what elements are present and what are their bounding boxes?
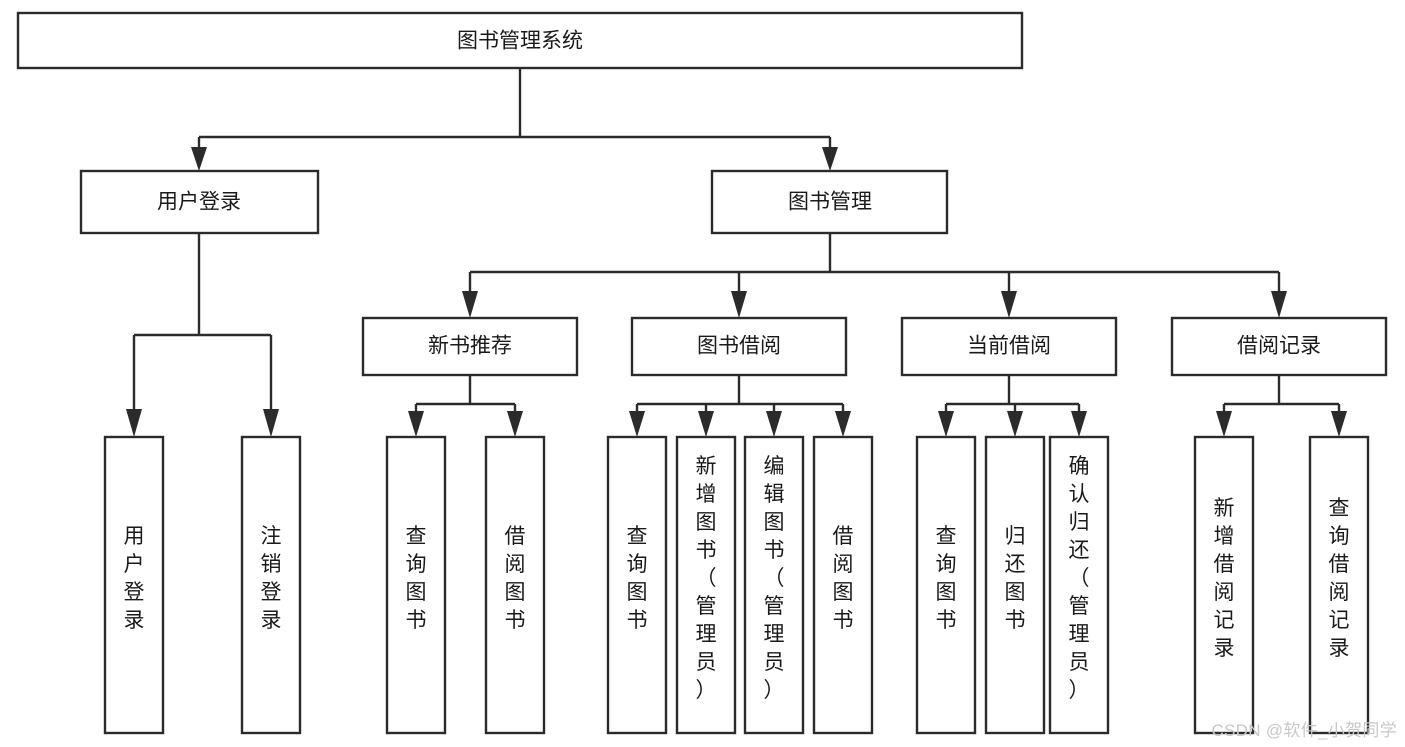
node-book-management-box bbox=[710, 169, 949, 235]
node-leaf-return-book-label: 归还图书 bbox=[1005, 525, 1026, 632]
arrow-head-leaf-confirm-return bbox=[1071, 411, 1087, 437]
node-borrow-record-box bbox=[1170, 316, 1388, 377]
node-book-management-label: 图书管理 bbox=[788, 191, 872, 214]
arrow-head-leaf-borrow-book bbox=[835, 411, 851, 437]
node-root-box bbox=[16, 11, 1024, 70]
node-new-book-recommend-label: 新书推荐 bbox=[428, 335, 512, 358]
arrow-head-user-login bbox=[191, 147, 207, 171]
node-current-borrow-label: 当前借阅 bbox=[967, 335, 1051, 358]
arrow-head-leaf-return-book bbox=[1007, 411, 1023, 437]
arrow-head-leaf-query-book-current bbox=[938, 411, 954, 437]
node-current-borrow-box bbox=[900, 316, 1118, 377]
node-leaf-user-login-label: 用户登录 bbox=[124, 525, 145, 632]
node-leaf-query-borrow-record[interactable]: 查询借阅记录 bbox=[1308, 435, 1370, 735]
node-leaf-borrow-book-box bbox=[812, 435, 874, 735]
arrow-head-leaf-add-book bbox=[698, 411, 714, 437]
node-root[interactable]: 图书管理系统 bbox=[16, 11, 1024, 70]
arrow-head-leaf-query-book-borrow bbox=[629, 411, 645, 437]
node-leaf-query-book-recommend-label: 查询图书 bbox=[406, 525, 427, 632]
node-leaf-add-borrow-record-label: 新增借阅记录 bbox=[1214, 497, 1235, 660]
arrow-head-leaf-logout bbox=[263, 409, 279, 437]
node-leaf-query-book-recommend[interactable]: 查询图书 bbox=[385, 435, 447, 735]
arrow-head-new-book-recommend bbox=[462, 291, 478, 318]
node-leaf-query-book-current[interactable]: 查询图书 bbox=[915, 435, 977, 735]
arrow-head-book-management bbox=[822, 147, 838, 171]
node-leaf-query-book-borrow-box bbox=[606, 435, 668, 735]
node-leaf-confirm-return-label: 确认归还（管理员） bbox=[1069, 455, 1090, 702]
node-book-borrow-box bbox=[630, 316, 848, 377]
node-borrow-record[interactable]: 借阅记录 bbox=[1170, 316, 1388, 377]
node-leaf-query-borrow-record-box bbox=[1308, 435, 1370, 735]
node-leaf-user-login-box bbox=[103, 435, 165, 735]
node-leaf-add-borrow-record-box bbox=[1193, 435, 1255, 735]
connector-layer bbox=[126, 68, 1347, 437]
node-book-management[interactable]: 图书管理 bbox=[710, 169, 949, 235]
node-new-book-recommend-box bbox=[361, 316, 579, 377]
node-leaf-add-book[interactable]: 新增图书（管理员） bbox=[675, 435, 737, 735]
node-leaf-query-book-current-box bbox=[915, 435, 977, 735]
node-leaf-logout[interactable]: 注销登录 bbox=[240, 435, 302, 735]
leaf-node-layer: 用户登录 注销登录 查询图书 借阅图书 查询图书 新增图书（管理员） bbox=[103, 435, 1370, 735]
node-borrow-record-label: 借阅记录 bbox=[1237, 335, 1321, 358]
node-current-borrow[interactable]: 当前借阅 bbox=[900, 316, 1118, 377]
node-user-login-box bbox=[79, 169, 320, 235]
node-root-label: 图书管理系统 bbox=[457, 30, 583, 53]
arrow-head-current-borrow bbox=[1001, 291, 1017, 318]
node-leaf-add-borrow-record[interactable]: 新增借阅记录 bbox=[1193, 435, 1255, 735]
node-leaf-confirm-return[interactable]: 确认归还（管理员） bbox=[1048, 435, 1110, 735]
node-leaf-add-book-label: 新增图书（管理员） bbox=[696, 455, 717, 702]
node-leaf-user-login[interactable]: 用户登录 bbox=[103, 435, 165, 735]
node-leaf-query-book-borrow[interactable]: 查询图书 bbox=[606, 435, 668, 735]
node-user-login-label: 用户登录 bbox=[157, 191, 241, 214]
node-leaf-query-book-recommend-box bbox=[385, 435, 447, 735]
node-leaf-borrow-book[interactable]: 借阅图书 bbox=[812, 435, 874, 735]
arrow-head-leaf-user-login bbox=[126, 409, 142, 437]
node-book-borrow-label: 图书借阅 bbox=[697, 335, 781, 358]
node-leaf-logout-label: 注销登录 bbox=[261, 525, 282, 632]
node-leaf-return-book-box bbox=[984, 435, 1046, 735]
node-leaf-edit-book-box bbox=[743, 435, 805, 735]
node-leaf-edit-book-label: 编辑图书（管理员） bbox=[764, 455, 785, 702]
node-leaf-logout-box bbox=[240, 435, 302, 735]
node-user-login[interactable]: 用户登录 bbox=[79, 169, 320, 235]
arrow-head-leaf-query-book-recommend bbox=[408, 411, 424, 437]
node-new-book-recommend[interactable]: 新书推荐 bbox=[361, 316, 579, 377]
node-leaf-return-book[interactable]: 归还图书 bbox=[984, 435, 1046, 735]
node-leaf-add-book-box bbox=[675, 435, 737, 735]
node-leaf-query-book-current-label: 查询图书 bbox=[936, 525, 957, 632]
arrow-head-leaf-add-borrow-record bbox=[1216, 411, 1232, 437]
node-leaf-confirm-return-box bbox=[1048, 435, 1110, 735]
node-leaf-query-borrow-record-label: 查询借阅记录 bbox=[1329, 497, 1350, 660]
arrow-head-book-borrow bbox=[731, 291, 747, 318]
node-leaf-borrow-book-recommend[interactable]: 借阅图书 bbox=[484, 435, 546, 735]
node-leaf-borrow-book-recommend-label: 借阅图书 bbox=[505, 525, 526, 632]
node-leaf-edit-book[interactable]: 编辑图书（管理员） bbox=[743, 435, 805, 735]
node-leaf-query-book-borrow-label: 查询图书 bbox=[627, 525, 648, 632]
arrow-head-borrow-record bbox=[1271, 291, 1287, 318]
node-leaf-borrow-book-recommend-box bbox=[484, 435, 546, 735]
node-book-borrow[interactable]: 图书借阅 bbox=[630, 316, 848, 377]
node-leaf-borrow-book-label: 借阅图书 bbox=[833, 525, 854, 632]
arrow-head-leaf-borrow-book-recommend bbox=[507, 411, 523, 437]
arrow-head-leaf-query-borrow-record bbox=[1331, 411, 1347, 437]
arrow-head-leaf-edit-book bbox=[766, 411, 782, 437]
csdn-watermark: CSDN @软件_小贺同学 bbox=[1211, 721, 1397, 740]
